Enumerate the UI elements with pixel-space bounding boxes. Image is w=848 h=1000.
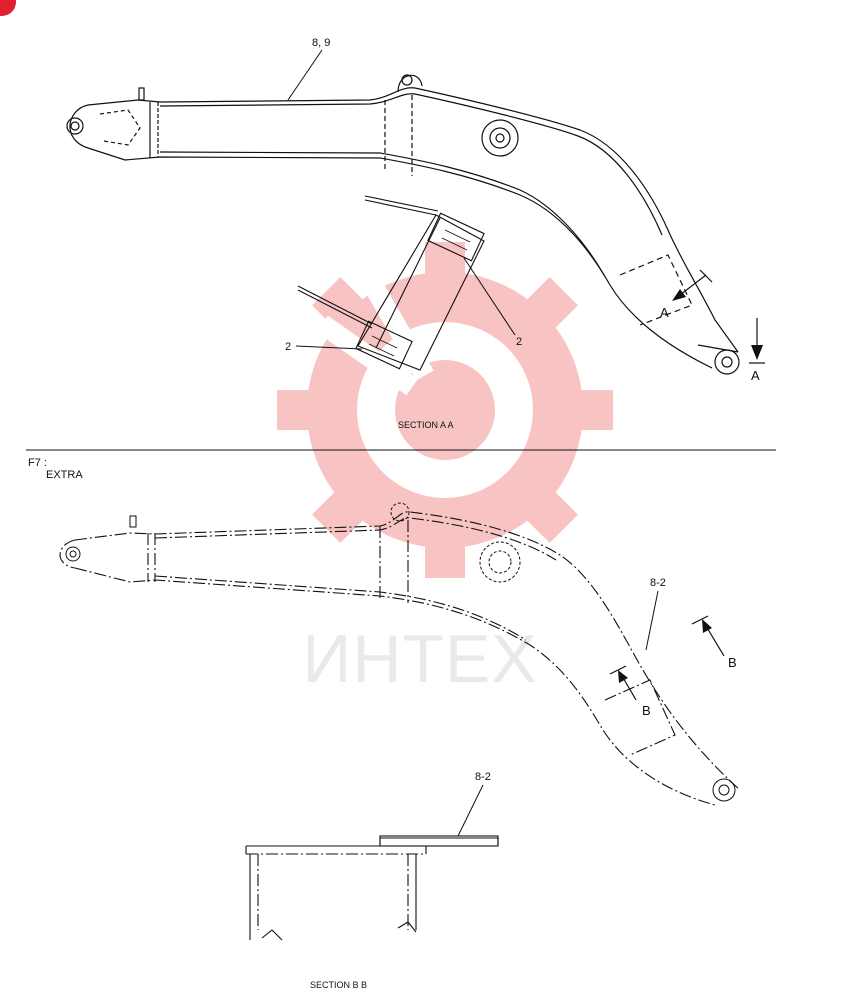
watermark-text: ИНТЕХ [302,621,537,697]
leader-ref-right [463,257,516,336]
f7-text: EXTRA [46,469,83,481]
callout-8-2-bottom: 8-2 [475,771,491,783]
section-aa-title: SECTION A A [398,420,454,430]
f7-code: F7 : [28,457,47,469]
leader-ref-left [295,345,363,350]
section-a-arrow-upper [672,269,713,301]
section-aa-detail [297,195,485,371]
watermark-logo: ИНТЕХ [277,242,613,697]
section-aa-ref-left: 2 [285,341,291,353]
corner-badge [0,0,16,16]
section-aa-ref-right: 2 [516,336,522,348]
section-bb-detail [245,835,499,941]
boom-lower [59,511,741,806]
arrow-b-right-label: B [728,655,737,670]
boom-lower-details [65,502,736,802]
arrow-a-lower-label: A [751,368,760,383]
section-a-arrow-lower [749,318,765,364]
arrow-a-upper-label: A [660,305,669,320]
section-bb-title: SECTION B B [310,980,367,990]
callout-8-2-mid: 8-2 [650,577,666,589]
leader-8-9 [287,49,323,101]
boom-upper [66,74,740,375]
section-b-arrow-left [609,665,637,701]
callout-8-9: 8, 9 [312,37,330,49]
section-b-arrow-right [691,615,725,657]
leader-8-2-mid [645,590,659,651]
leader-8-2-bottom [457,784,484,837]
arrow-b-left-label: B [642,703,651,718]
gear-logo-icon [277,242,613,578]
